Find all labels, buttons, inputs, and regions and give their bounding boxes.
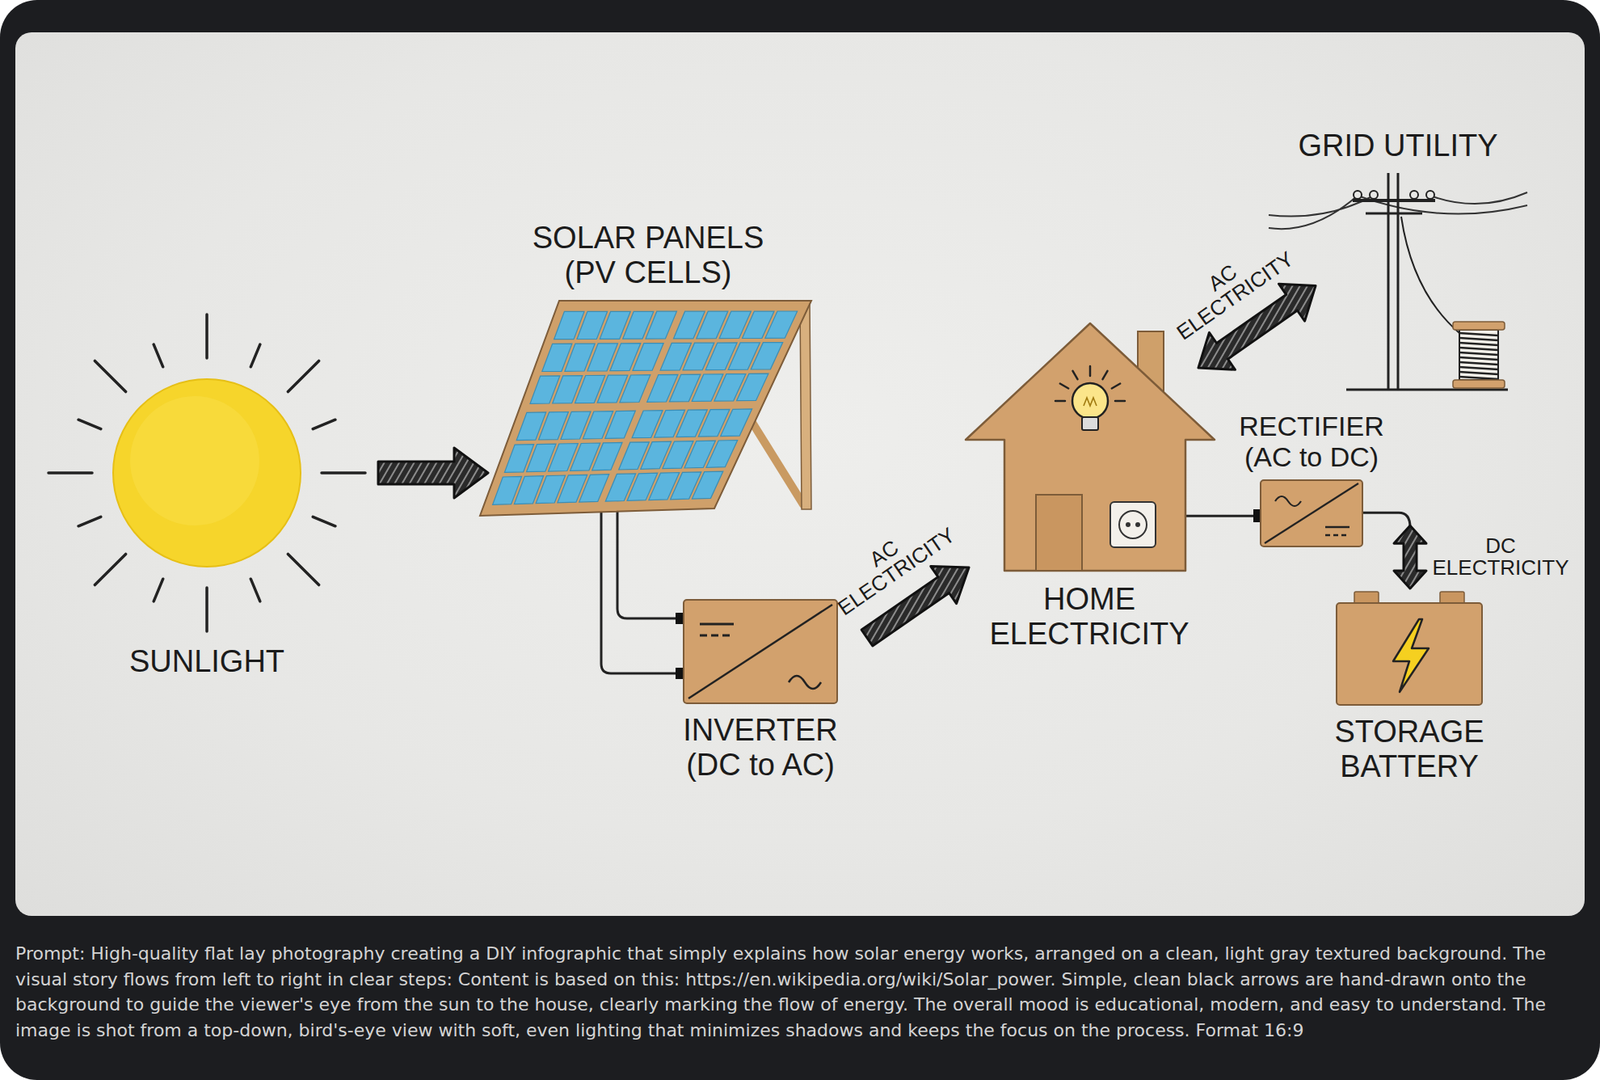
drawing-part — [1082, 416, 1099, 430]
energy-connector — [1183, 515, 1254, 517]
drawing-part — [1083, 397, 1097, 406]
pv-cell — [691, 471, 723, 499]
dc-symbol — [699, 623, 734, 626]
drawing-part — [688, 604, 833, 699]
rectifier-drawing — [1260, 480, 1363, 547]
house-drawing — [964, 321, 1215, 573]
inverter-node: INVERTER (DC to AC) — [655, 599, 866, 782]
flow-arrow — [1393, 525, 1427, 589]
solar-panels-illustration — [478, 297, 818, 524]
storage-battery-node: STORAGE BATTERY — [1304, 591, 1515, 784]
inverter-drawing — [683, 599, 838, 704]
dc-symbol — [1325, 534, 1350, 537]
drawing-part — [1125, 522, 1131, 527]
door — [1035, 494, 1083, 571]
ac-symbol — [788, 675, 822, 689]
home-node: HOME ELECTRICITY — [964, 321, 1215, 651]
pv-cell — [579, 474, 610, 502]
grid-utility-node: GRID UTILITY — [1268, 128, 1528, 394]
pv-cell — [632, 343, 664, 371]
storage-battery-illustration — [1336, 591, 1483, 705]
inverter-illustration — [683, 599, 838, 704]
inverter-box — [683, 599, 838, 704]
battery-body — [1336, 602, 1483, 705]
pv-cell — [605, 410, 636, 438]
pv-cell — [720, 408, 753, 437]
drawing-part — [1353, 190, 1362, 199]
node-label: STORAGE BATTERY — [1304, 714, 1515, 784]
dc-symbol — [1325, 526, 1350, 529]
caption-text: Prompt: High-quality flat lay photograph… — [15, 940, 1585, 1043]
edge-label: AC ELECTRICITY — [817, 502, 963, 622]
house-outline — [965, 323, 1215, 571]
home-illustration — [964, 321, 1215, 573]
drop-wire — [1401, 216, 1460, 333]
drawing-part — [1119, 510, 1147, 539]
pole — [1387, 172, 1390, 390]
panel-frame — [480, 300, 812, 516]
drawing-part — [130, 395, 260, 526]
drawing-part — [1410, 190, 1419, 199]
ground-line — [1346, 387, 1508, 391]
drawing-part — [1369, 190, 1378, 199]
flow-arrow — [378, 447, 489, 498]
battery-drawing — [1336, 591, 1483, 705]
lightning-bolt — [1393, 618, 1429, 692]
pv-cell — [765, 311, 798, 338]
wire — [1183, 514, 1254, 518]
wire — [1362, 512, 1411, 527]
pv-cell — [592, 442, 623, 470]
solar-panels-node: SOLAR PANELS (PV CELLS) — [478, 220, 818, 524]
edge-label: DC ELECTRICITY — [1427, 534, 1574, 580]
energy-connector — [601, 511, 676, 674]
node-label: SUNLIGHT — [101, 644, 312, 679]
grid-utility-illustration — [1268, 171, 1528, 394]
sun-rays — [48, 314, 366, 632]
cable-spool — [1459, 329, 1499, 380]
edge-label: AC ELECTRICITY — [1157, 227, 1302, 347]
node-label: HOME ELECTRICITY — [968, 581, 1211, 651]
panel-post — [800, 300, 812, 510]
panel-strut — [749, 418, 804, 505]
rectifier-illustration — [1260, 480, 1363, 547]
wall-outlet — [1110, 501, 1156, 548]
sunlight-illustration — [45, 311, 369, 635]
wire — [617, 511, 676, 619]
pv-cell — [736, 373, 769, 401]
drawing-part — [1452, 379, 1505, 388]
drawing-part — [1426, 190, 1435, 199]
rectifier-node: RECTIFIER (AC to DC) — [1222, 410, 1401, 547]
spool-windings — [1459, 332, 1499, 379]
sun-disc — [113, 378, 301, 567]
rectifier-box — [1260, 480, 1363, 547]
pv-cell — [706, 440, 738, 468]
node-label: GRID UTILITY — [1297, 128, 1498, 164]
sunlight-node: SUNLIGHT — [45, 311, 369, 679]
drawing-part — [1264, 483, 1359, 544]
solar-panel-drawing — [478, 297, 818, 524]
energy-connector — [378, 447, 489, 498]
utility-pole-drawing — [1268, 171, 1528, 394]
crossarm — [1352, 198, 1436, 203]
pv-cell — [645, 311, 677, 339]
drawing-part — [1135, 522, 1141, 527]
wire — [601, 511, 676, 674]
node-label: INVERTER (DC to AC) — [655, 712, 866, 782]
energy-connector — [1362, 512, 1427, 589]
light-bulb — [1072, 383, 1108, 419]
crossarm — [1365, 211, 1423, 215]
pole — [1397, 172, 1400, 390]
ac-symbol — [1275, 496, 1302, 506]
node-label: SOLAR PANELS (PV CELLS) — [510, 220, 786, 290]
dc-symbol — [699, 634, 734, 637]
pv-cell — [750, 342, 784, 370]
drawing-part — [1452, 321, 1505, 330]
pv-cell — [619, 374, 651, 403]
sun-drawing — [45, 311, 369, 635]
node-label: RECTIFIER (AC to DC) — [1222, 410, 1401, 472]
